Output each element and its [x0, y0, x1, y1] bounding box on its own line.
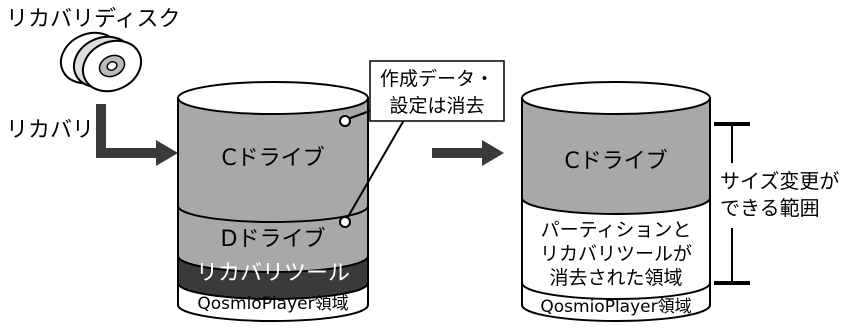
after-erased-line3: 消去された領域 [549, 267, 682, 289]
before-d-drive-label: Dドライブ [221, 227, 326, 252]
before-c-drive-label: Cドライブ [221, 146, 324, 171]
resize-range-line2: できる範囲 [720, 196, 820, 220]
disk-before [177, 81, 369, 322]
callout-pointer-lines [339, 107, 405, 228]
recovery-arrow [96, 104, 178, 166]
callout-text-line1: 作成データ・ [380, 68, 494, 90]
resize-range-line1: サイズ変更が [720, 169, 839, 193]
after-qosmio-label: QosmioPlayer領域 [540, 297, 691, 317]
after-erased-line1: パーティションと [541, 219, 692, 241]
resize-range-bracket [714, 122, 750, 285]
callout-text-line2: 設定は消去 [389, 95, 484, 117]
recovery-label: リカバリ [6, 118, 94, 143]
after-c-drive-label: Cドライブ [564, 149, 667, 174]
recovery-disc-label: リカバリディスク [6, 7, 180, 32]
cd-disc-icon [59, 31, 143, 93]
transition-arrow [432, 140, 504, 166]
before-recovery-tool-label: リカバリツール [196, 261, 350, 286]
callout-box [369, 60, 505, 122]
after-erased-line2: リカバリツールが [540, 243, 692, 265]
disk-after [521, 81, 711, 322]
before-qosmio-label: QosmioPlayer領域 [197, 294, 348, 314]
